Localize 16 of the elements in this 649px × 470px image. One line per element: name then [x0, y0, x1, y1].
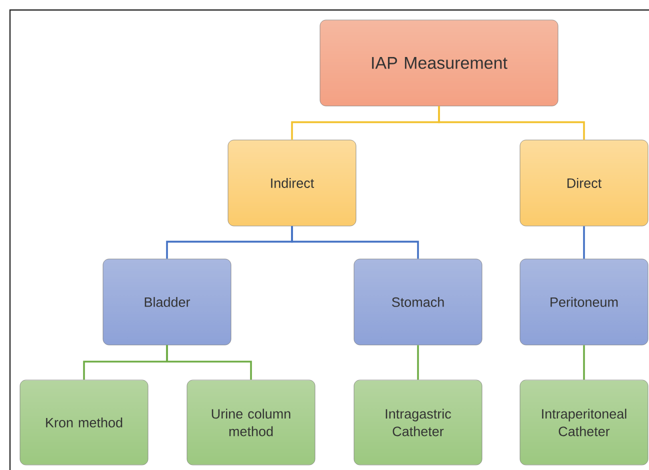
method-box: Urine column method — [186, 380, 316, 466]
site-box: Peritoneum — [520, 258, 648, 346]
connector-line — [583, 345, 585, 380]
connector-line — [583, 226, 585, 259]
category-box: Direct — [520, 140, 648, 226]
site-box: Stomach — [354, 258, 482, 346]
category-box: Indirect — [228, 140, 356, 226]
connector-line — [166, 345, 252, 380]
method-box: Intragastric Catheter — [354, 380, 482, 466]
method-box: Kron method — [20, 380, 148, 466]
root-box: IAP Measurement — [320, 20, 558, 106]
site-box: Bladder — [102, 258, 232, 346]
connector-line — [417, 345, 419, 380]
connector-line — [438, 106, 585, 140]
connector-line — [291, 226, 419, 259]
method-box: Intraperitoneal Catheter — [520, 380, 648, 466]
